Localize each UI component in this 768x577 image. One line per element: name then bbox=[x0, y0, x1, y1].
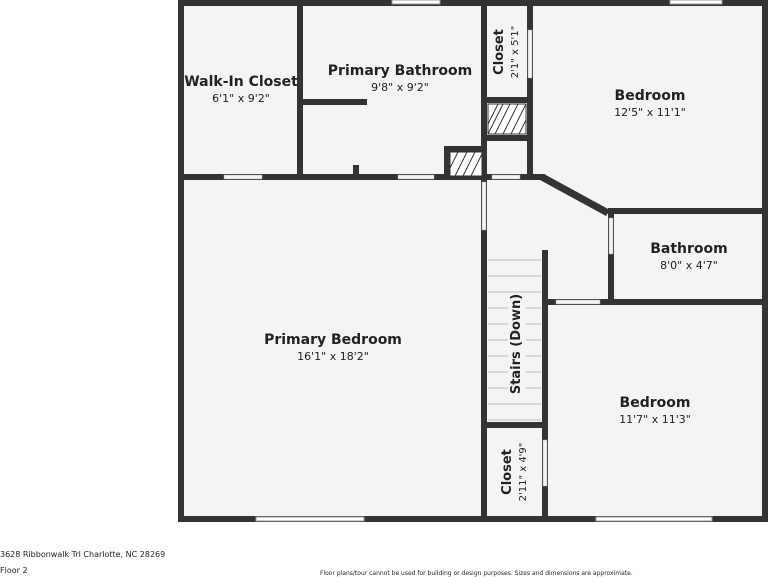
door-bath bbox=[397, 174, 435, 180]
door-bedroom-bottom bbox=[555, 299, 601, 305]
chase-top bbox=[444, 146, 486, 152]
outer-wall-top bbox=[178, 0, 768, 6]
room-name-bathroom: Bathroom bbox=[650, 241, 728, 257]
wall-bedroom-bottom-left bbox=[542, 250, 548, 522]
wall-bath-right bbox=[481, 0, 487, 260]
door-bathroom bbox=[608, 217, 614, 255]
room-dims-walkin-closet: 6'1" x 9'2" bbox=[212, 92, 270, 105]
room-dims-bedroom-top: 12'5" x 11'1" bbox=[614, 106, 686, 119]
chase-hatch-upper bbox=[487, 103, 527, 135]
room-name-bedroom-bottom: Bedroom bbox=[620, 395, 691, 411]
footer-disclaimer: Floor plans/tour cannot be used for buil… bbox=[320, 570, 633, 577]
room-dims-closet-bottom: 2'11" x 4'9" bbox=[518, 443, 529, 502]
door-bedroom-top bbox=[527, 29, 533, 79]
outer-wall-left bbox=[178, 0, 184, 522]
door-primary bbox=[481, 181, 487, 231]
chase-left bbox=[444, 146, 450, 178]
wall-upper-divider bbox=[178, 174, 488, 180]
outer-wall-right bbox=[762, 0, 768, 522]
wall-bathroom-left bbox=[608, 208, 614, 304]
wall-stairs-bottom bbox=[481, 422, 548, 428]
wall-chase-bottom bbox=[481, 135, 533, 141]
room-dims-bathroom: 8'0" x 4'7" bbox=[660, 259, 718, 272]
window-bath bbox=[391, 0, 441, 5]
footer-floor: Floor 2 bbox=[0, 566, 28, 575]
wall-angled bbox=[540, 174, 610, 216]
bath-stub-small bbox=[353, 165, 359, 177]
window-bedroom-bottom bbox=[595, 516, 713, 522]
door-closet-top bbox=[491, 174, 521, 180]
room-name-closet-bottom: Closet bbox=[500, 449, 515, 495]
bath-stub-wall bbox=[303, 99, 367, 105]
room-dims-primary-bathroom: 9'8" x 9'2" bbox=[371, 81, 429, 94]
wall-closet-top-bottom bbox=[481, 97, 533, 103]
room-dims-bedroom-bottom: 11'7" x 11'3" bbox=[619, 413, 691, 426]
wall-closet-bath bbox=[297, 0, 303, 180]
room-name-closet-top: Closet bbox=[492, 29, 507, 75]
door-closet-bottom bbox=[542, 439, 548, 487]
room-name-primary-bedroom: Primary Bedroom bbox=[264, 332, 402, 348]
wall-stairs-left bbox=[481, 260, 487, 522]
window-primary bbox=[255, 516, 365, 522]
door-walkin bbox=[223, 174, 263, 180]
floor-area bbox=[178, 0, 768, 522]
room-name-bedroom-top: Bedroom bbox=[615, 88, 686, 104]
footer-address: 3628 Ribbonwalk Trl Charlotte, NC 28269 bbox=[0, 550, 166, 559]
room-dims-primary-bedroom: 16'1" x 18'2" bbox=[297, 350, 369, 363]
outer-wall-bottom bbox=[178, 516, 768, 522]
room-name-primary-bathroom: Primary Bathroom bbox=[328, 63, 472, 79]
wall-bathroom-bottom bbox=[548, 299, 768, 305]
room-name-walkin-closet: Walk-In Closet bbox=[184, 74, 298, 90]
room-name-stairs: Stairs (Down) bbox=[509, 294, 524, 394]
room-dims-closet-top: 2'1" x 5'1" bbox=[510, 26, 521, 78]
wall-bedroom-top-bottom bbox=[608, 208, 768, 214]
window-bedroom-top bbox=[669, 0, 723, 5]
wall-closet-top-right bbox=[527, 0, 533, 180]
